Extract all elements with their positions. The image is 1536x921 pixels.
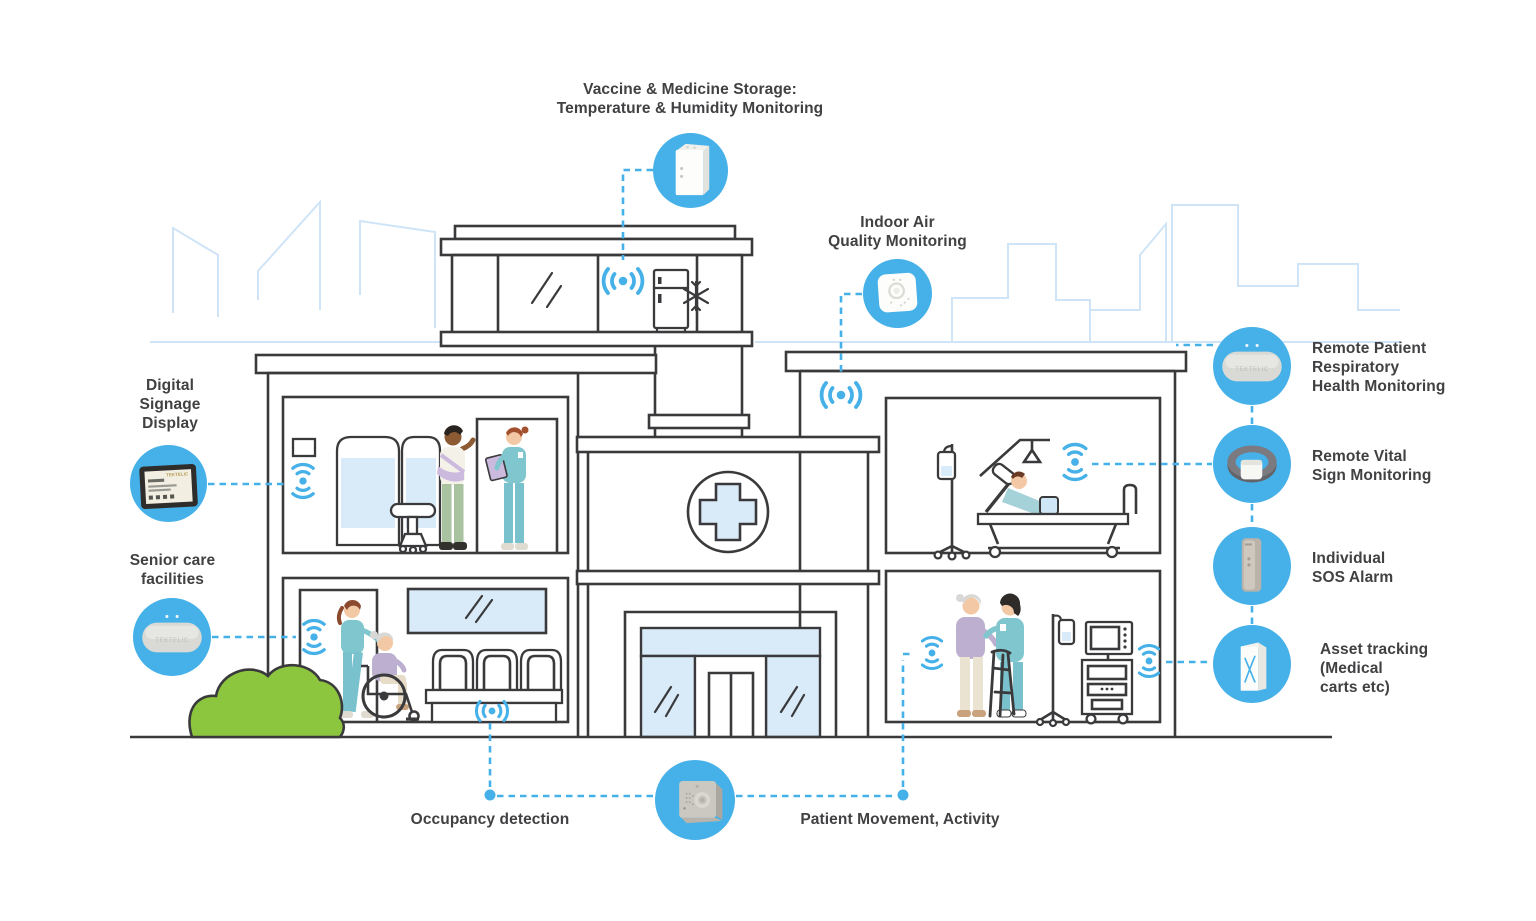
label-line: (Medical <box>1320 660 1383 678</box>
sos-alarm-badge <box>1213 527 1291 605</box>
label-line: Patient Movement, Activity <box>800 811 1000 828</box>
label-line: Sign Monitoring <box>1312 467 1432 485</box>
device-brand-text: TEKTELIC <box>155 637 189 644</box>
label-line: Asset tracking <box>1320 641 1429 658</box>
label-line: facilities <box>140 571 205 589</box>
label-line: Vaccine & Medicine Storage: <box>583 81 797 98</box>
indoor-air-badge <box>863 259 932 328</box>
wifi-signal-icon <box>601 267 645 295</box>
wifi-signal-icon <box>819 381 863 409</box>
iv-drip-stand <box>933 444 971 561</box>
label-line: Remote Vital <box>1312 448 1407 465</box>
waiting-chairs <box>424 648 564 724</box>
lorawan-sensor-icon: TEKTELIC <box>142 614 202 653</box>
device-brand-text: TEKTELIC <box>166 471 189 477</box>
lorawan-sensor-icon: TEKTELIC <box>1222 343 1282 382</box>
wheelchair <box>361 664 420 722</box>
patient-figure-arm-sling <box>437 425 476 550</box>
main-entrance <box>623 610 838 739</box>
patient-ward <box>933 438 1138 561</box>
label-line: Display <box>142 415 198 433</box>
rehab-room <box>956 593 1134 728</box>
label-line: Quality Monitoring <box>828 233 967 251</box>
nurse-figure-pushing <box>336 599 381 718</box>
label-line: Health Monitoring <box>1312 378 1446 396</box>
asset-tracking-badge <box>1213 625 1291 703</box>
respiratory-label: Remote Patient Respiratory Health Monito… <box>1312 339 1497 397</box>
central-tower <box>575 435 881 739</box>
cold-storage-sensor-icon <box>675 143 710 196</box>
bush <box>188 663 346 739</box>
label-line: Remote Patient <box>1312 340 1427 357</box>
vaccine-storage-label: Vaccine & Medicine Storage: Temperature … <box>450 80 930 118</box>
iv-drip-stand <box>1035 614 1076 728</box>
occupancy-label: Occupancy detection <box>380 810 600 829</box>
label-line: Digital <box>145 377 195 394</box>
indoor-air-label: Indoor Air Quality Monitoring <box>795 213 1000 251</box>
stool <box>389 502 437 555</box>
senior-care-badge: TEKTELIC <box>133 598 211 676</box>
label-line: Temperature & Humidity Monitoring <box>556 100 824 118</box>
senior-care-label: Senior care facilities <box>85 551 260 589</box>
vaccine-storage-badge <box>653 133 728 208</box>
air-quality-sensor-icon <box>877 272 918 313</box>
digital-signage-icon: TEKTELIC <box>139 464 198 510</box>
vital-sign-label: Remote Vital Sign Monitoring <box>1312 447 1497 485</box>
connector-dashed-lines <box>208 168 1254 801</box>
motion-sensor-icon <box>679 781 723 824</box>
wristband-monitor-icon <box>1227 445 1277 483</box>
vital-sign-badge <box>1213 425 1291 503</box>
medical-cross-emblem <box>686 470 770 554</box>
city-skyline-background <box>150 199 1400 343</box>
respiratory-badge: TEKTELIC <box>1213 327 1291 405</box>
hospital-bed <box>976 438 1138 559</box>
nurse-figure-clipboard <box>484 426 529 550</box>
connector-dot <box>484 789 496 801</box>
door-frame <box>475 417 559 553</box>
asset-tracker-icon <box>1240 642 1267 691</box>
device-brand-text: TEKTELIC <box>1235 366 1269 373</box>
sos-device-icon <box>1241 538 1262 592</box>
label-line: Signage <box>139 396 201 414</box>
patient-movement-label: Patient Movement, Activity <box>765 810 1035 829</box>
penthouse-floor <box>439 224 754 348</box>
room-windows <box>335 435 442 547</box>
label-line: Occupancy detection <box>410 811 570 828</box>
consultation-room <box>291 417 559 555</box>
vaccine-fridge <box>652 268 710 334</box>
digital-signage-badge: TEKTELIC <box>130 445 207 522</box>
motion-sensor-badge <box>655 760 735 840</box>
label-line: SOS Alarm <box>1312 569 1394 587</box>
elderly-walker-figure <box>956 594 999 717</box>
label-line: Indoor Air <box>860 214 935 231</box>
elevator-shaft <box>647 346 751 437</box>
waiting-room <box>298 587 564 724</box>
snowflake-icon <box>682 280 710 312</box>
sos-alarm-label: Individual SOS Alarm <box>1312 549 1482 587</box>
walker <box>988 648 1016 718</box>
asset-tracking-label: Asset tracking (Medical carts etc) <box>1320 640 1480 698</box>
label-line: Respiratory <box>1312 359 1400 377</box>
window <box>406 587 548 635</box>
label-line: carts etc) <box>1320 679 1390 697</box>
connector-dot <box>897 789 909 801</box>
medical-cart <box>1080 620 1134 725</box>
label-line: Individual <box>1312 550 1386 567</box>
digital-signage-label: Digital Signage Display <box>95 376 245 434</box>
label-line: Senior care <box>129 552 216 569</box>
